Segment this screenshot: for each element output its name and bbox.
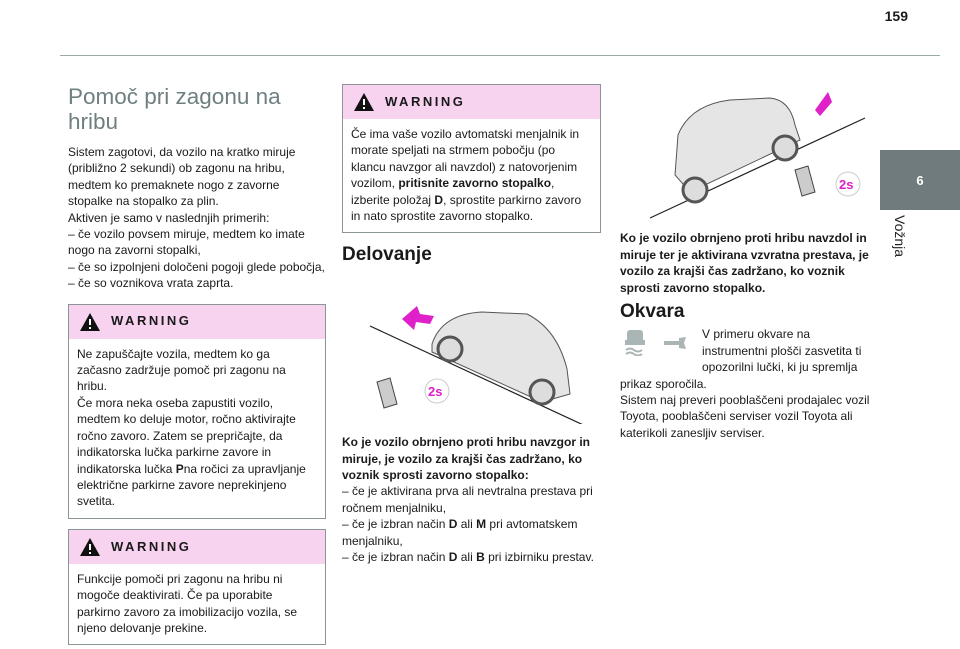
chapter-tab[interactable]: 6	[880, 150, 960, 210]
failure-text: V primeru okvare na instrumentni plošči …	[620, 327, 862, 391]
downhill-car-illustration: 2s	[649, 92, 866, 219]
warning-box: WARNING Funkcije pomoči pri zagonu na hr…	[68, 528, 326, 646]
list-item: – če so izpolnjeni določeni pogoji glede…	[68, 259, 325, 274]
warning-label: WARNING	[111, 313, 192, 329]
arrow-icon	[402, 305, 434, 330]
warning-text: Funkcije pomoči pri zagonu na hribu ni m…	[77, 571, 298, 635]
list-item: – če so voznikova vrata zaprta.	[68, 276, 234, 291]
skid-warning-icon	[625, 330, 645, 357]
pedal-icon	[794, 165, 816, 197]
section-heading: Okvara	[620, 301, 685, 323]
column-1: Pomoč pri zagonu na hribu Sistem zagotov…	[68, 84, 326, 646]
warning-label: WARNING	[111, 538, 192, 554]
section-heading: Delovanje	[342, 244, 432, 266]
warning-text: Ne zapuščajte vozila, medtem ko ga začas…	[77, 346, 286, 394]
service-text: Sistem naj preveri pooblaščeni prodajale…	[620, 393, 870, 440]
pedal-icon	[376, 377, 398, 409]
warning-box: WARNING Ne zapuščajte vozila, medtem ko …	[68, 303, 326, 519]
warning-icon	[354, 93, 374, 111]
page-number: 159	[884, 8, 908, 24]
intro-text: Sistem zagotovi, da vozilo na kratko mir…	[68, 145, 296, 209]
warning-icon	[80, 312, 100, 331]
chapter-label: Vožnja	[892, 215, 908, 258]
warning-text: Če mora neka oseba zapustiti vozilo, med…	[77, 395, 306, 509]
list-item: – če je izbran način D ali M pri avtomat…	[342, 517, 578, 548]
warning-label: WARNING	[385, 93, 466, 109]
column-2: WARNING Če ima vaše vozilo avtomatski me…	[342, 74, 601, 566]
svg-text:2s: 2s	[839, 177, 853, 192]
wrench-icon	[664, 337, 686, 350]
list-item: – če vozilo povsem miruje, medtem ko ima…	[68, 227, 305, 258]
warning-box: WARNING Če ima vaše vozilo avtomatski me…	[342, 84, 601, 234]
warning-text: Če ima vaše vozilo avtomatski menjalnik …	[351, 127, 582, 224]
warning-icon	[80, 537, 100, 556]
column-3: 2s Ko je vozilo obrnjeno proti hribu nav…	[620, 80, 872, 441]
list-item: – če je aktivirana prva ali nevtralna pr…	[342, 484, 593, 515]
active-when-text: Aktiven je samo v naslednjih primerih:	[68, 210, 270, 225]
chapter-number: 6	[916, 172, 924, 188]
page-title: Pomoč pri zagonu na hribu	[68, 84, 281, 134]
list-item: – če je izbran način D ali B pri izbirni…	[342, 550, 594, 565]
bold-description: Ko je vozilo obrnjeno proti hribu navzgo…	[342, 435, 590, 483]
arrow-icon	[815, 92, 832, 116]
bold-description: Ko je vozilo obrnjeno proti hribu navzdo…	[620, 231, 869, 295]
uphill-car-illustration: 2s	[369, 305, 593, 430]
header-divider	[60, 55, 940, 56]
warning-lights	[620, 326, 702, 360]
svg-text:2s: 2s	[428, 384, 442, 399]
